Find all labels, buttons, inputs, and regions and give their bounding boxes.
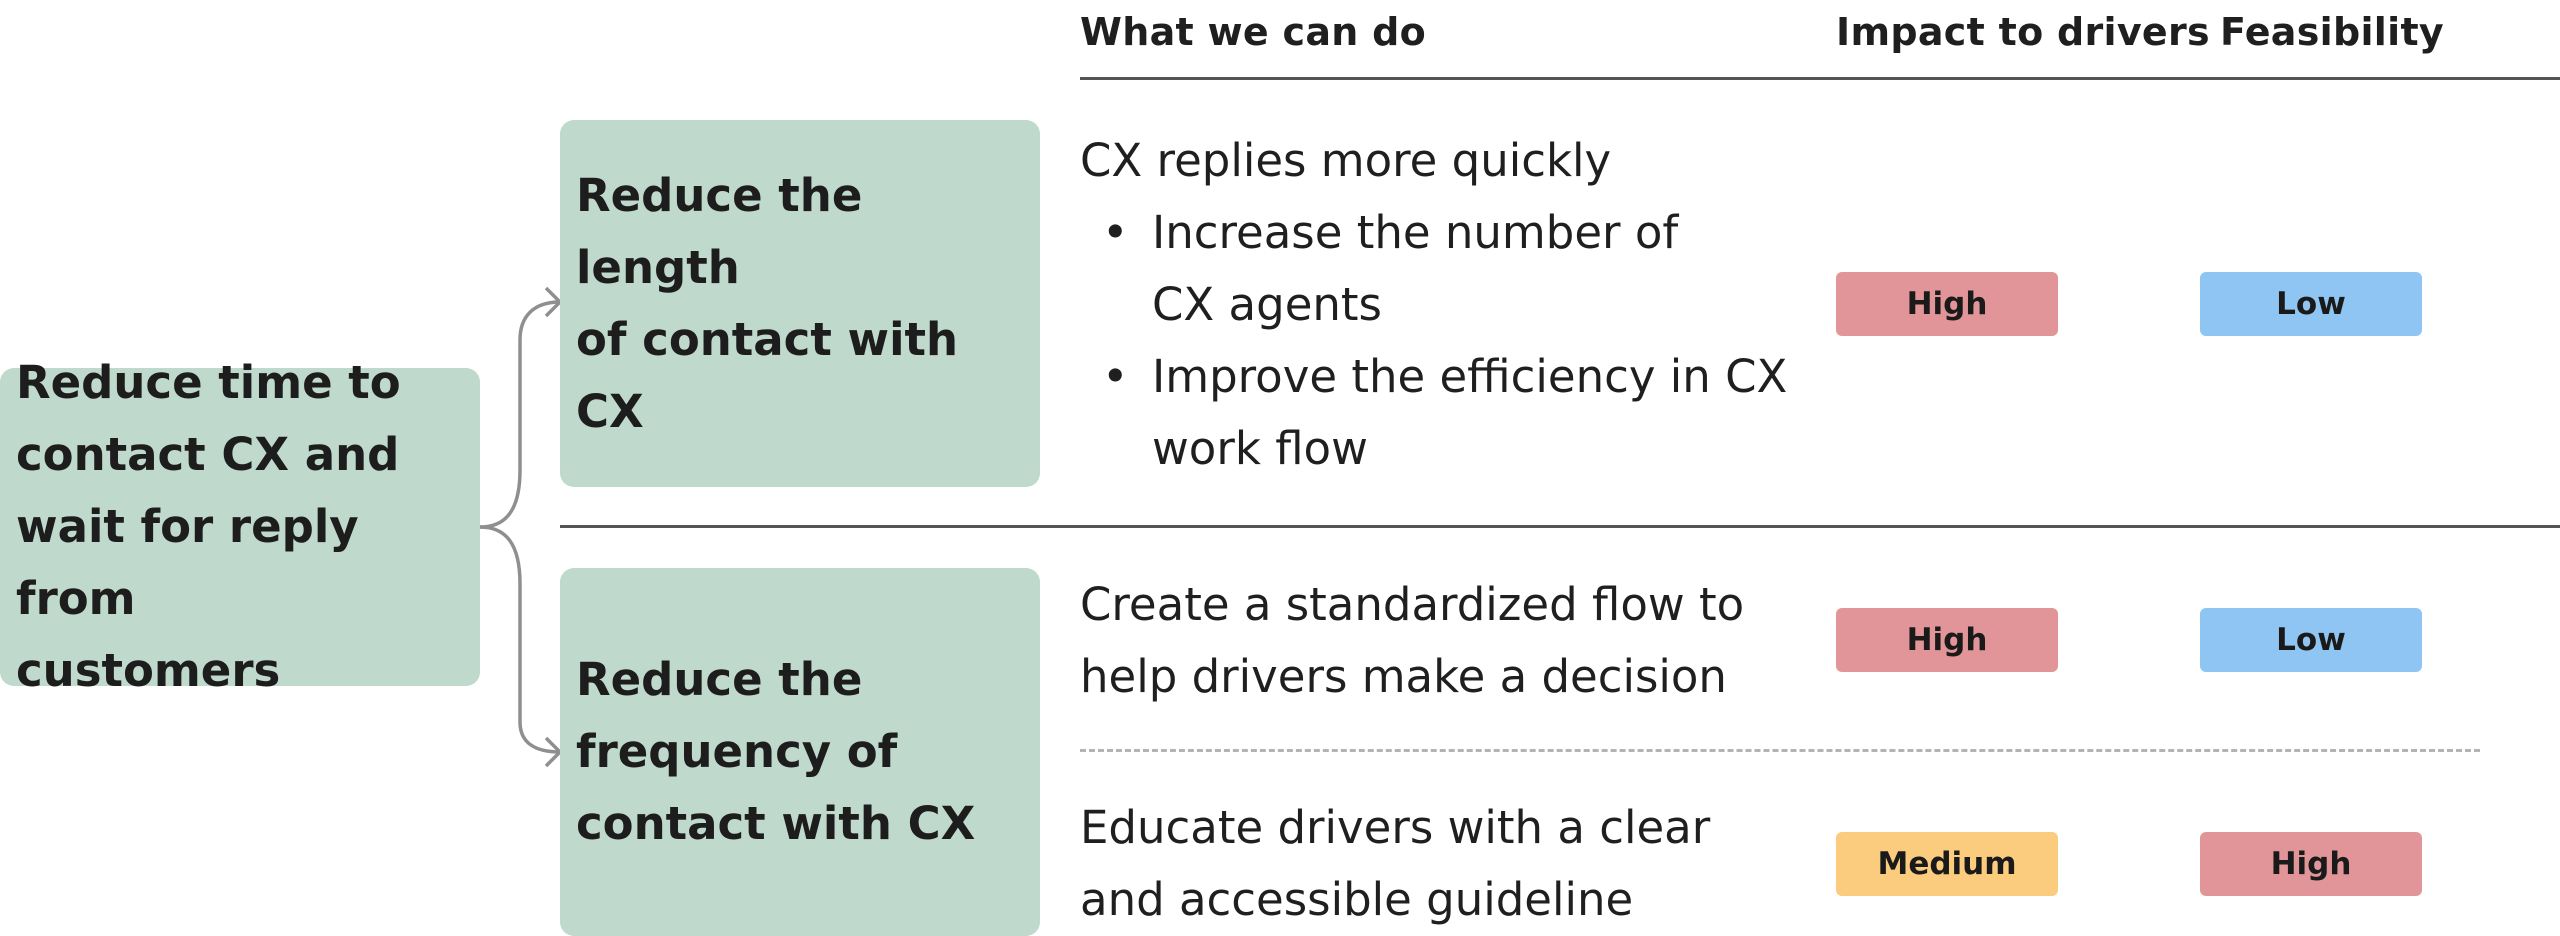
goal-line: contact CX and	[16, 428, 400, 481]
section-divider	[560, 525, 2560, 528]
action-line: and accessible guideline	[1080, 873, 1634, 926]
impact-badge: Medium	[1836, 832, 2058, 896]
goal-line: Reduce time to	[16, 356, 401, 409]
action-line: Create a standardized flow to	[1080, 578, 1745, 631]
header-what-we-can-do: What we can do	[1080, 10, 1427, 54]
strategy-box-length: Reduce the length of contact with CX	[560, 120, 1040, 487]
goal-line: customers	[16, 644, 281, 697]
bullet-item: • Increase the number of CX agents	[1080, 197, 1787, 341]
strategy-line: contact with CX	[576, 797, 976, 850]
bullet-line: Increase the number of	[1152, 206, 1679, 259]
action-bullet-list: • Increase the number of CX agents • Imp…	[1080, 197, 1787, 485]
bullet-line: work flow	[1152, 422, 1368, 475]
header-impact-to-drivers: Impact to drivers	[1836, 10, 2210, 54]
impact-badge: High	[1836, 608, 2058, 672]
header-divider	[1080, 77, 2560, 80]
connector-lower-path	[479, 525, 561, 754]
strategy-label: Reduce the frequency of contact with CX	[576, 644, 975, 860]
strategy-line: frequency of	[576, 725, 898, 778]
feasibility-badge: Low	[2200, 272, 2422, 336]
action-text: Create a standardized flow to help drive…	[1080, 569, 1744, 713]
action-text: Educate drivers with a clear and accessi…	[1080, 792, 1710, 936]
strategy-box-frequency: Reduce the frequency of contact with CX	[560, 568, 1040, 936]
strategy-line: of contact with CX	[576, 312, 959, 438]
action-line: help drivers make a decision	[1080, 650, 1727, 703]
connector-upper-path	[479, 300, 561, 529]
bullet-line: Improve the efficiency in CX	[1152, 350, 1788, 403]
action-title: CX replies more quickly	[1080, 134, 1612, 187]
header-feasibility: Feasibility	[2220, 10, 2444, 54]
goal-line: wait for reply from	[16, 500, 359, 625]
bullet-dot-icon: •	[1102, 206, 1129, 259]
feasibility-badge: High	[2200, 832, 2422, 896]
strategy-line: Reduce the length	[576, 168, 863, 294]
goal-label: Reduce time to contact CX and wait for r…	[16, 347, 464, 707]
bullet-line: CX agents	[1152, 278, 1382, 331]
bullet-item: • Improve the efficiency in CX work flow	[1080, 341, 1787, 485]
row-divider-dashed	[1080, 749, 2480, 752]
goal-box: Reduce time to contact CX and wait for r…	[0, 356, 480, 697]
bullet-dot-icon: •	[1102, 350, 1129, 403]
strategy-label: Reduce the length of contact with CX	[576, 160, 1024, 448]
strategy-line: Reduce the	[576, 653, 863, 706]
impact-badge: High	[1836, 272, 2058, 336]
feasibility-badge: Low	[2200, 608, 2422, 672]
action-line: Educate drivers with a clear	[1080, 801, 1711, 854]
